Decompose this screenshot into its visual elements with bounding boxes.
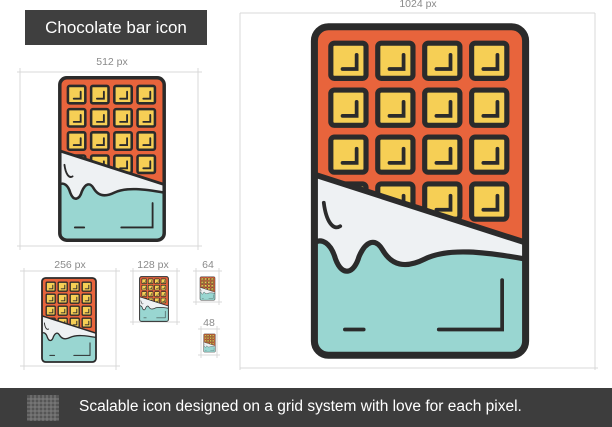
chocolate-bar-icon-512: [50, 72, 174, 246]
size-label-256: 256 px: [54, 259, 86, 271]
chocolate-bar-icon-64: [198, 276, 217, 301]
footer-bar: Scalable icon designed on a grid system …: [0, 388, 612, 427]
size-label-128: 128 px: [137, 259, 169, 271]
guide-lines: [17, 12, 598, 370]
chocolate-bar-icon-1024: [300, 15, 540, 367]
pixel-grid-icon: [27, 395, 59, 421]
size-label-1024: 1024 px: [399, 0, 437, 10]
size-label-512: 512 px: [96, 56, 128, 68]
size-label-64: 64: [202, 259, 214, 271]
chocolate-bar-icon-128: [136, 275, 172, 323]
size-label-48: 48: [203, 317, 215, 329]
footer-text: Scalable icon designed on a grid system …: [79, 398, 522, 415]
title-banner: Chocolate bar icon: [25, 10, 207, 45]
page-title: Chocolate bar icon: [45, 17, 187, 37]
chocolate-bar-icon-48: [203, 333, 216, 353]
chocolate-bar-icon-256: [37, 275, 101, 365]
